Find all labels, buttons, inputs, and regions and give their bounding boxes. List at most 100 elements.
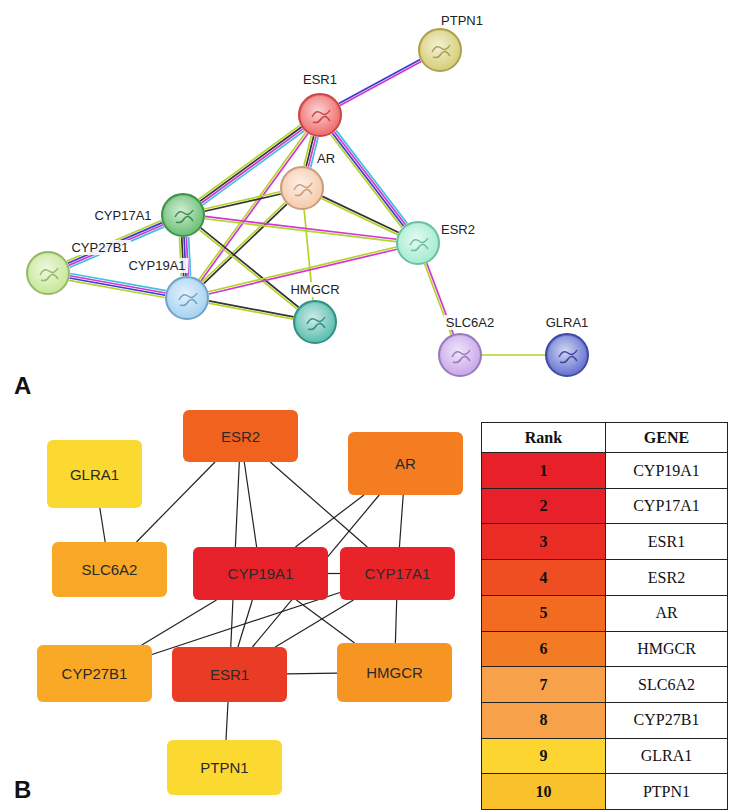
gene-cell: GLRA1 [605, 738, 728, 775]
network-edge [399, 495, 403, 547]
edge-stroke [339, 59, 420, 103]
edge-stroke [201, 228, 299, 307]
gene-cell: CYP27B1 [605, 702, 728, 739]
network-edge [142, 600, 217, 645]
protein-node: ESR1 [298, 93, 342, 137]
network-edge [328, 573, 340, 574]
rank-cell: 8 [481, 702, 606, 739]
rank-cell: 2 [481, 488, 606, 525]
edge-stroke [244, 462, 256, 547]
edge-stroke [340, 61, 421, 105]
protein-structure-icon [300, 95, 340, 135]
network-edge [395, 600, 396, 643]
gene-name: PTPN1 [200, 759, 248, 776]
protein-label: HMGCR [288, 282, 341, 297]
edge-stroke [275, 600, 353, 647]
protein-node: PTPN1 [418, 28, 462, 72]
gene-name: CYP17A1 [365, 565, 431, 582]
gene-box: CYP17A1 [340, 547, 455, 600]
protein-structure-icon [28, 253, 68, 293]
edge-stroke [208, 303, 293, 319]
gene-cell: ESR1 [605, 523, 728, 560]
gene-box: SLC6A2 [52, 542, 167, 597]
edge-stroke [136, 462, 215, 542]
edge-stroke [209, 301, 294, 317]
network-edge [244, 462, 256, 547]
edge-stroke [334, 132, 405, 225]
interaction-edge [321, 196, 398, 234]
network-edge [295, 495, 364, 547]
protein-label: PTPN1 [439, 13, 485, 28]
protein-node: CYP19A1 [165, 276, 209, 320]
protein-label: CYP19A1 [126, 258, 187, 273]
protein-node: SLC6A2 [438, 333, 482, 377]
gene-name: ESR2 [221, 428, 260, 445]
protein-label: AR [315, 151, 337, 166]
gene-cell: CYP17A1 [605, 488, 728, 525]
edge-stroke [331, 135, 402, 228]
edge-stroke [152, 592, 340, 654]
panel-letter: A [14, 372, 31, 400]
protein-label: CYP17A1 [92, 208, 153, 223]
gene-name: CYP27B1 [62, 665, 128, 682]
gene-cell: CYP19A1 [605, 452, 728, 489]
edge-stroke [226, 702, 228, 740]
edge-stroke [100, 508, 105, 542]
protein-structure-icon [163, 195, 203, 235]
panel-letter: B [14, 776, 31, 804]
gene-box: CYP27B1 [37, 645, 152, 702]
edge-stroke [399, 495, 403, 547]
network-edge [226, 702, 228, 740]
gene-name: ESR1 [210, 666, 249, 683]
rank-cell: 6 [481, 631, 606, 668]
edge-stroke [142, 600, 217, 645]
network-edge [100, 508, 105, 542]
gene-name: SLC6A2 [82, 561, 138, 578]
gene-box: HMGCR [337, 643, 452, 702]
protein-label: GLRA1 [544, 315, 591, 330]
edge-stroke [287, 673, 337, 675]
protein-node: CYP27B1 [26, 251, 70, 295]
protein-label: CYP27B1 [69, 240, 130, 255]
edge-stroke [69, 278, 165, 295]
protein-structure-icon [398, 223, 438, 263]
protein-node: HMGCR [293, 300, 337, 344]
gene-cell: AR [605, 595, 728, 632]
rank-cell: 4 [481, 559, 606, 596]
interaction-edge [69, 273, 166, 297]
edge-stroke [332, 133, 403, 226]
edge-stroke [304, 136, 311, 166]
edge-stroke [395, 600, 396, 643]
edge-stroke [189, 237, 191, 276]
network-edge [287, 673, 337, 675]
network-edge [296, 600, 354, 643]
gene-cell: HMGCR [605, 631, 728, 668]
gene-name: HMGCR [366, 664, 423, 681]
network-edge [275, 600, 353, 647]
protein-structure-icon [440, 335, 480, 375]
network-edge [152, 592, 340, 654]
gene-box: AR [348, 432, 463, 495]
interaction-edge [339, 59, 421, 105]
protein-label: SLC6A2 [444, 315, 496, 330]
protein-node: AR [280, 166, 324, 210]
gene-box: ESR1 [172, 647, 287, 702]
interaction-edge [482, 355, 545, 356]
protein-node: ESR2 [396, 221, 440, 265]
gene-cell: ESR2 [605, 559, 728, 596]
table-header: Rank [481, 422, 606, 453]
edge-stroke [70, 276, 166, 293]
edge-stroke [205, 219, 396, 242]
table-header: GENE [605, 422, 728, 453]
edge-stroke [321, 198, 397, 234]
edge-stroke [204, 192, 280, 209]
gene-cell: SLC6A2 [605, 666, 728, 703]
interaction-edge [208, 301, 293, 319]
network-edge [136, 462, 215, 542]
edge-stroke [296, 600, 354, 643]
gene-box: PTPN1 [167, 740, 282, 795]
interaction-edge [204, 192, 281, 212]
interaction-edge [205, 216, 397, 241]
rank-cell: 9 [481, 738, 606, 775]
protein-node: GLRA1 [545, 333, 589, 377]
